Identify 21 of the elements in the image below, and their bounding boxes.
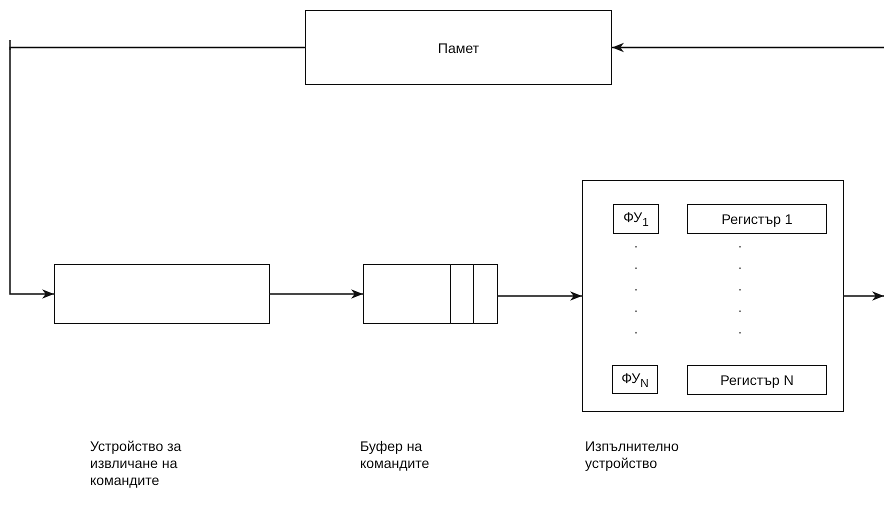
arrow [270,289,363,299]
box-label: Регистър N [720,372,794,388]
arrow [612,42,884,52]
box-label: Памет [438,40,480,56]
box-label: ФУ$_{1}$ [623,209,649,229]
box-label: ФУ$_{N}$ [621,370,649,390]
arrow [498,291,582,301]
unit-box [687,365,827,395]
unit-box [687,204,827,234]
unit-caption: Буфер на командите [360,438,430,472]
unit-box [613,204,659,234]
arrow [844,291,884,301]
execution-unit-box [582,180,844,412]
arrow [9,46,305,299]
memory-box [305,10,612,85]
unit-caption: Устройство за извличане на командите [90,438,182,489]
process-box [54,264,270,324]
box-label: Регистър 1 [721,211,793,227]
unit-caption: Изпълнително устройство [585,438,680,472]
unit-box [612,365,658,394]
queue-box [363,264,498,324]
